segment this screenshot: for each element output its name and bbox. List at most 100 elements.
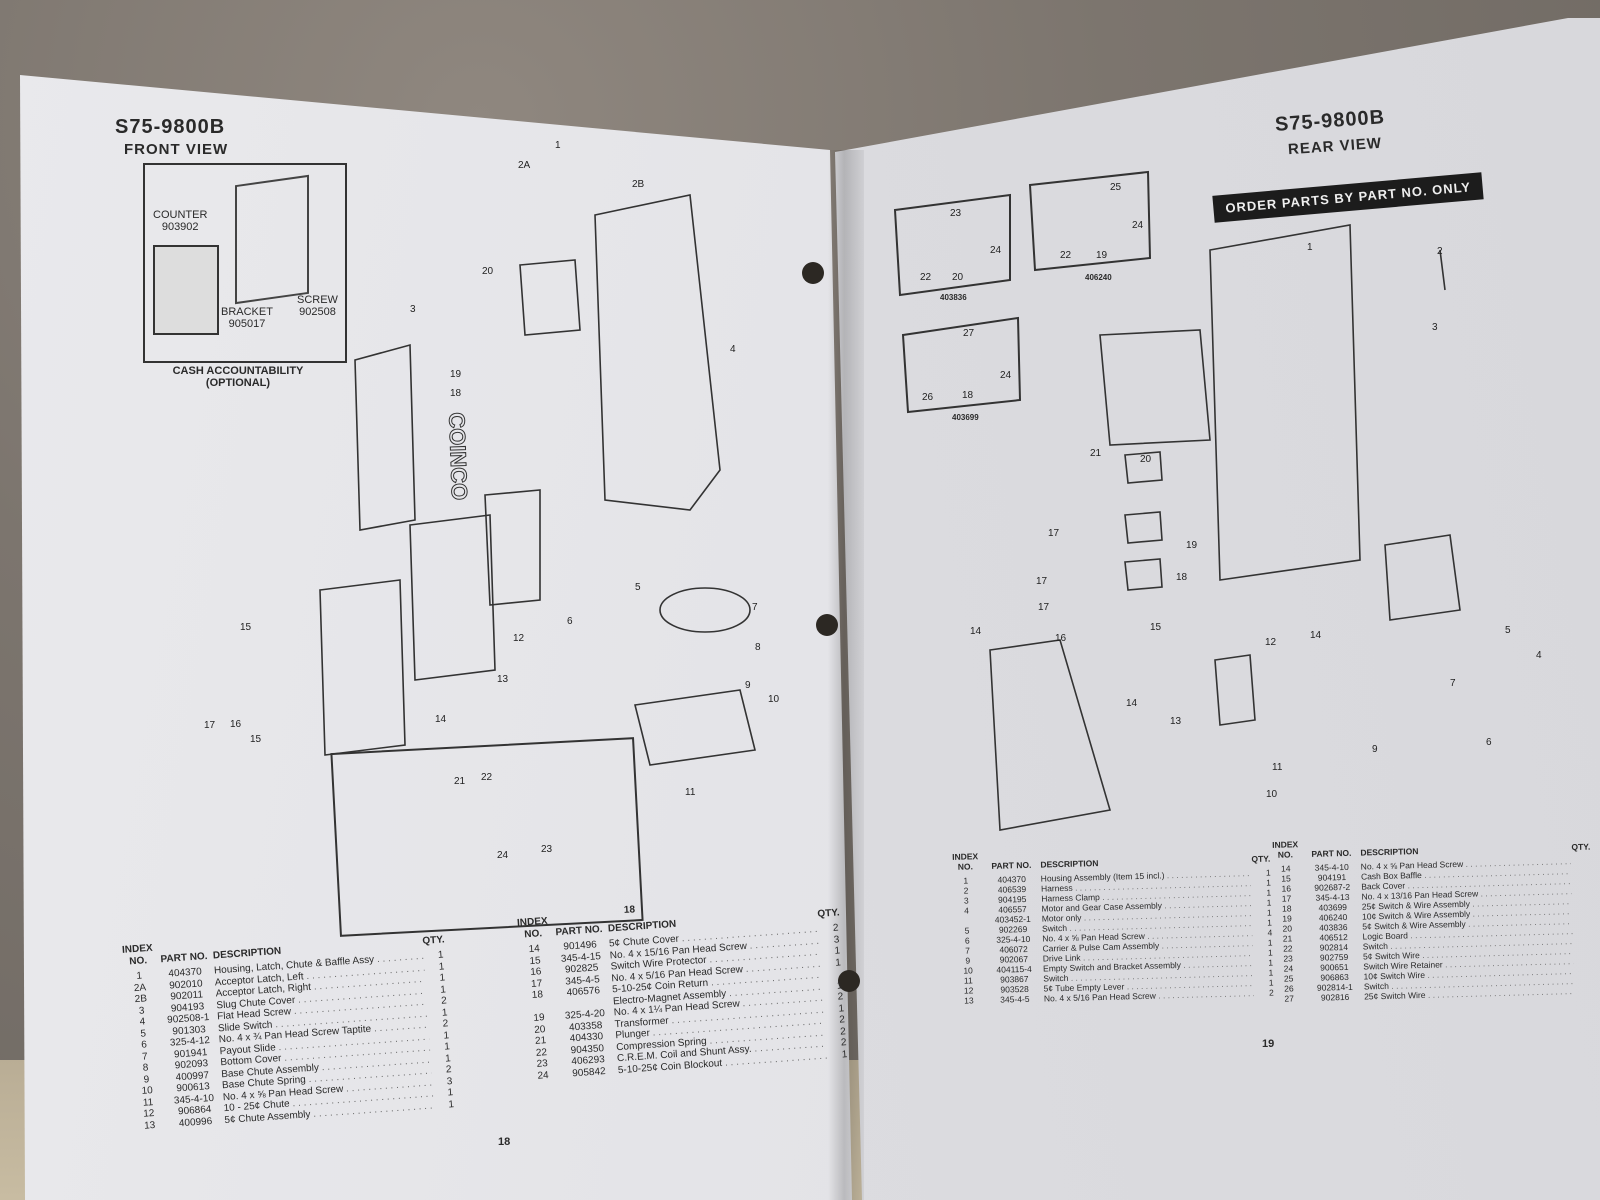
callout-number: 14 <box>1310 630 1322 641</box>
cell-index: 24 <box>537 1069 549 1082</box>
cell-index: 13 <box>143 1119 156 1132</box>
harness-drawing <box>1439 249 1446 291</box>
callout-number: 21 <box>1090 448 1102 459</box>
cell-qty: 1 <box>1266 897 1272 908</box>
cell-qty: 1 <box>1268 957 1274 968</box>
logic-board-drawing <box>1099 329 1211 446</box>
cell-qty: 1 <box>1268 967 1274 978</box>
cell-qty: 2 <box>1268 987 1274 998</box>
column-header-index: INDEX NO. <box>516 915 548 940</box>
callout-number: 11 <box>685 787 696 798</box>
callout-number: 5 <box>1505 625 1511 636</box>
callout-number: 19 <box>1186 540 1198 551</box>
inset-callout-number: 23 <box>950 208 962 219</box>
callout-number: 4 <box>1536 650 1542 661</box>
cell-qty <box>1571 876 1591 887</box>
cell-index: 13 <box>964 995 974 1006</box>
motor-drawing <box>1384 534 1461 621</box>
payout-slide-drawing <box>634 689 756 766</box>
callout-number: 9 <box>745 680 751 691</box>
callout-number: 9 <box>1372 744 1378 755</box>
base-chute-drawing <box>319 579 406 756</box>
switch-drawing <box>1124 511 1163 544</box>
cell-qty <box>1572 896 1592 907</box>
cell-qty: 1 <box>1265 867 1271 878</box>
callout-number: 15 <box>1150 622 1162 633</box>
inset-callout-number: 24 <box>990 245 1002 256</box>
cell-qty <box>1574 986 1594 997</box>
transformer-drawing <box>519 259 581 336</box>
coinco-cover-drawing <box>354 343 416 531</box>
cell-qty <box>1571 856 1591 867</box>
counter-drawing <box>153 245 219 335</box>
inset-callout-number: 26 <box>922 392 934 403</box>
callout-number: 12 <box>513 633 525 644</box>
cell-index: 27 <box>1284 993 1295 1004</box>
binder-hole <box>838 970 860 992</box>
cell-qty <box>1573 936 1593 947</box>
callout-number: 6 <box>567 616 573 627</box>
cell-qty <box>1572 926 1592 937</box>
front-housing-drawing <box>594 194 721 511</box>
callout-number: 15 <box>250 734 262 745</box>
column-header-qty: QTY. <box>1251 853 1271 865</box>
cell-qty: 1 <box>447 1098 455 1110</box>
callout-number: 3 <box>1432 322 1438 333</box>
chute-assembly-drawing <box>409 514 496 681</box>
chute-cover-drawing <box>484 489 541 606</box>
callout-number: 14 <box>970 626 982 637</box>
inset-part-number: 403699 <box>952 413 979 422</box>
column-header-qty: QTY. <box>422 933 446 947</box>
callout-number: 8 <box>755 642 761 653</box>
callout-number: 14 <box>435 714 447 725</box>
cell-qty: 1 <box>1267 947 1273 958</box>
switch-inset-403699 <box>901 316 1022 414</box>
callout-number: 2 <box>1437 246 1443 257</box>
column-header-description: DESCRIPTION <box>1360 846 1419 858</box>
cell-qty: 1 <box>841 1048 848 1061</box>
column-header-qty: QTY. <box>817 906 841 920</box>
rear-housing-drawing <box>1209 224 1361 581</box>
column-header-index: INDEX NO. <box>121 942 153 967</box>
callout-number: 1 <box>555 140 561 151</box>
callout-number: 17 <box>1048 528 1060 539</box>
left-view-title: FRONT VIEW <box>124 141 229 158</box>
inset-part-number: 406240 <box>1085 273 1112 282</box>
callout-number: 7 <box>1450 678 1456 689</box>
column-header-index: INDEX NO. <box>951 851 979 872</box>
callout-number: 17 <box>1038 602 1050 613</box>
callout-number: 19 <box>450 369 462 380</box>
callout-number: 7 <box>752 602 758 613</box>
cell-qty <box>1571 866 1591 877</box>
column-header-part: PART NO. <box>555 923 603 938</box>
cell-qty: 1 <box>1266 877 1272 888</box>
switch-drawing <box>1124 558 1163 591</box>
inset-callout-number: 22 <box>920 272 932 283</box>
switch-inset-403836 <box>893 193 1011 297</box>
empty-switch-drawing <box>1214 654 1256 726</box>
cell-qty: 1 <box>1268 977 1274 988</box>
right-page-number: 19 <box>1262 1038 1275 1050</box>
coinco-logo-lettering: COINCO <box>444 412 472 501</box>
callout-number: 16 <box>1055 633 1067 644</box>
cell-qty <box>1573 946 1593 957</box>
inset-callout-number: 25 <box>1110 182 1122 193</box>
inset-callout-number: 22 <box>1060 250 1072 261</box>
binder-hole <box>816 614 838 636</box>
callout-number: 18 <box>1176 572 1188 583</box>
cell-qty: 1 <box>1267 937 1273 948</box>
cell-qty <box>1573 956 1593 967</box>
inset-callout-number: 27 <box>963 328 975 339</box>
column-header-qty: QTY. <box>1571 841 1591 853</box>
left-page-number: 18 <box>498 1136 511 1148</box>
callout-number: 16 <box>230 719 242 730</box>
callout-number: 17 <box>204 720 216 731</box>
column-header-description: DESCRIPTION <box>1040 858 1099 870</box>
